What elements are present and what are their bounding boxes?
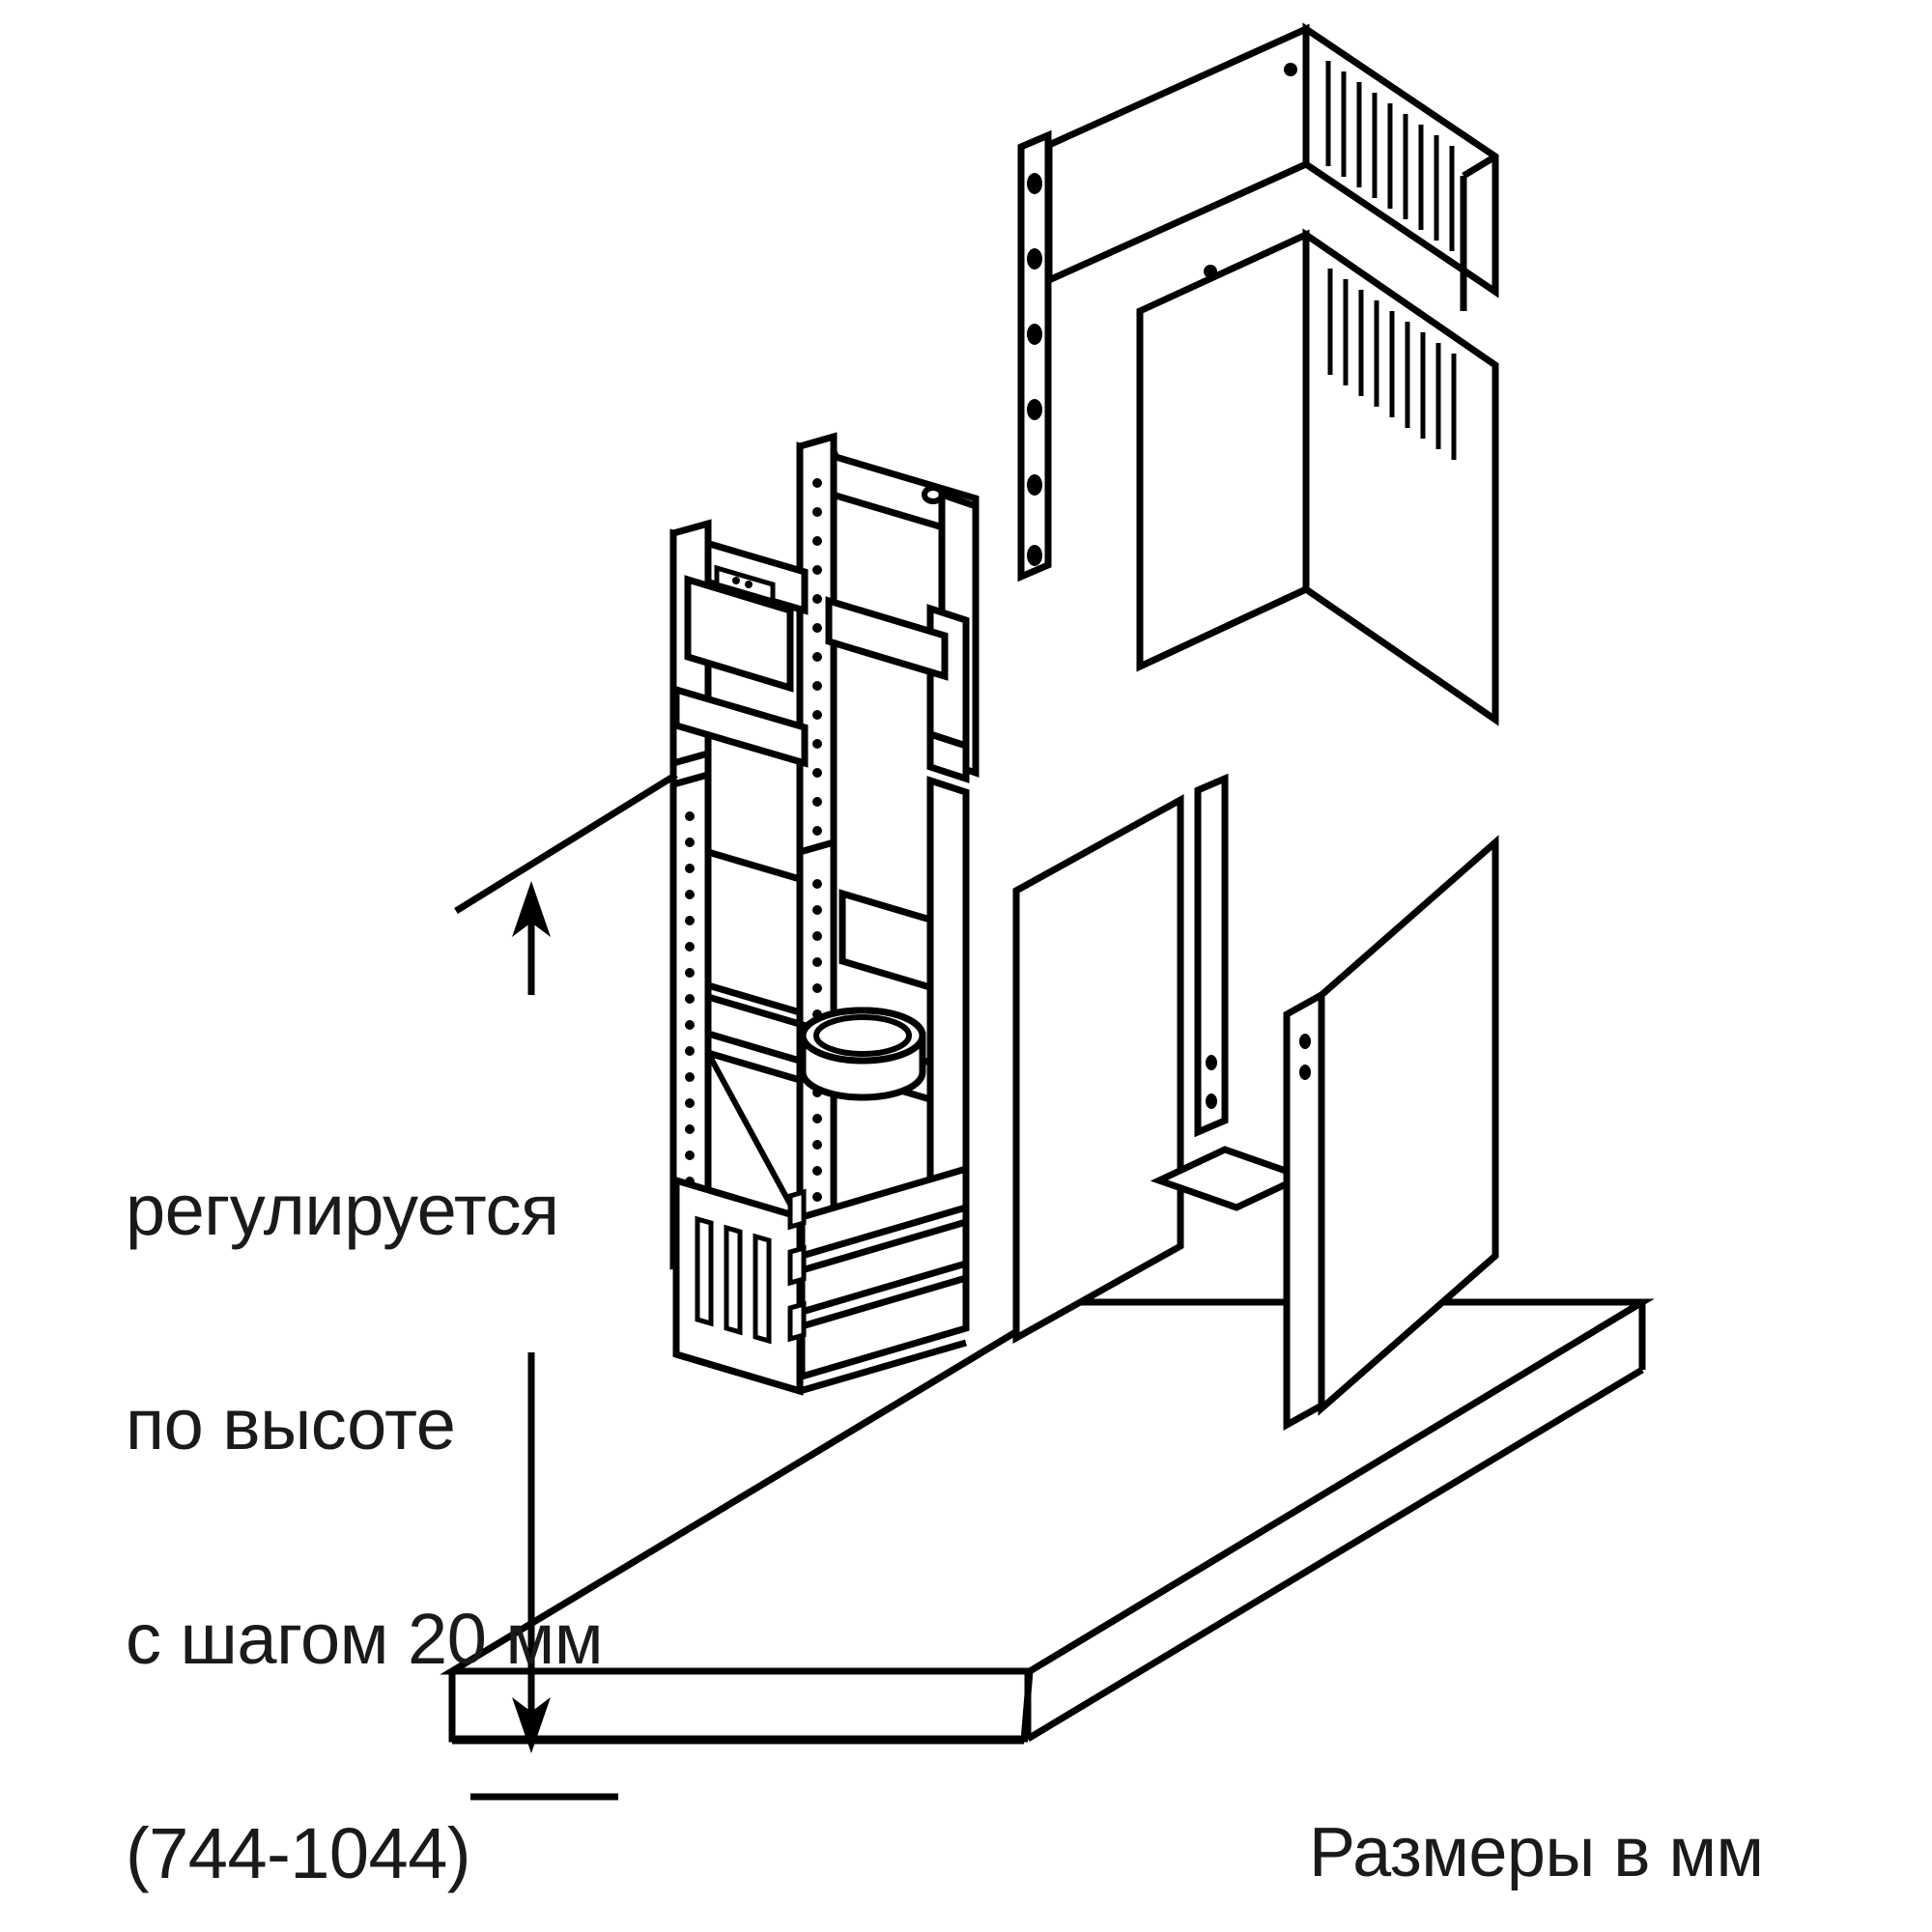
chimney-rail-holes	[1206, 1055, 1217, 1109]
hood-body	[672, 1164, 970, 1396]
units-caption: Размеры в мм	[1309, 1814, 1764, 1891]
chimney-side-panel-right	[1283, 835, 1499, 1431]
height-note-line-3: с шагом 20 мм	[126, 1599, 604, 1679]
height-note-line-1: регулируется	[126, 1170, 559, 1250]
telescopic-frame-upper	[669, 432, 980, 876]
angle-mounting-bracket	[1012, 891, 1020, 1338]
height-note-line-2: по высоте	[126, 1384, 456, 1464]
upper-cover-right-return	[1460, 154, 1499, 311]
down-arrow-head	[512, 1697, 551, 1753]
round-duct-outlet-collar	[799, 1007, 926, 1101]
wall-mounting-strip	[1017, 129, 1052, 582]
hood-vent-slots	[695, 1215, 772, 1345]
height-note-line-4: (744-1044)	[126, 1813, 471, 1893]
panel-right-holes	[1299, 1034, 1311, 1080]
mounting-strip-screw-holes	[1027, 173, 1042, 566]
telescopic-frame-lower	[669, 770, 970, 1270]
chimney-mounting-rail	[1150, 773, 1312, 1211]
frame-perforations-back-left	[812, 478, 822, 836]
louver-vent-slots-lower	[1327, 269, 1457, 460]
height-adjustment-note: регулируется по высоте с шагом 20 мм (74…	[126, 1032, 860, 1932]
up-arrow-head	[512, 881, 551, 937]
lower-chimney-duct-cover	[1136, 228, 1499, 726]
louver-vent-slots-upper	[1325, 61, 1455, 251]
worktop-thickness	[448, 1302, 1646, 1743]
dimension-leader	[454, 772, 678, 1801]
